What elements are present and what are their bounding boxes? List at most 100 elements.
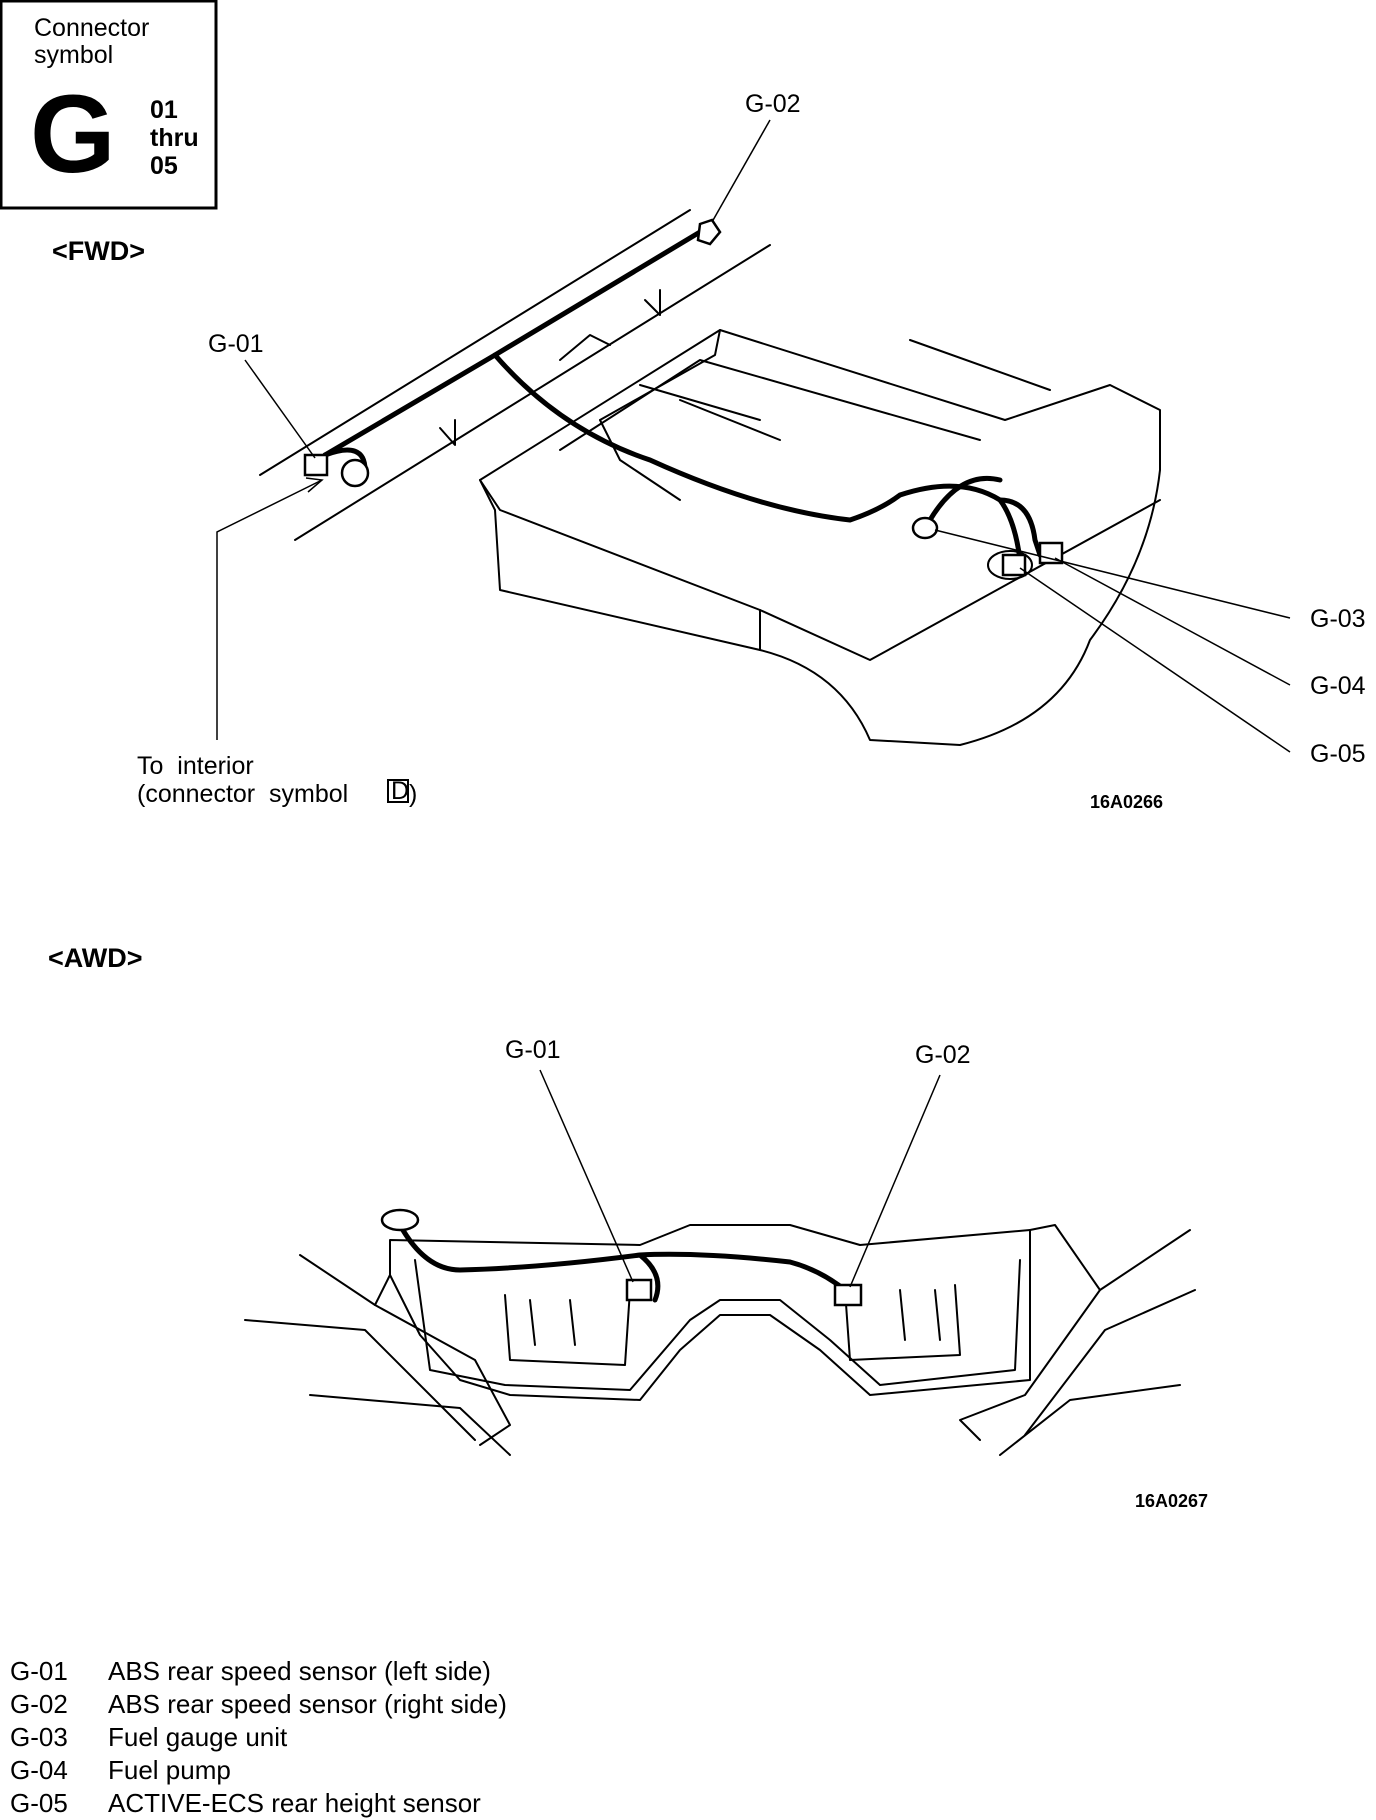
fwd-heading: <FWD> (52, 236, 145, 266)
fuel-tank-outline (479, 329, 1161, 746)
legend-description: Fuel pump (108, 1755, 231, 1785)
connector-symbol-d-box (387, 779, 409, 803)
connector-g01-awd (625, 1278, 653, 1302)
arrow-to-interior (305, 477, 324, 493)
awd-crossmember-outline (389, 1224, 1031, 1401)
awd-pocket-left (504, 1289, 631, 1366)
label-g05-fwd: G-05 (1310, 740, 1366, 768)
awd-harness-main (397, 1222, 848, 1293)
connector-symbol-letter: G (30, 73, 116, 196)
connector-legend: G-01 ABS rear speed sensor (left side) G… (10, 1655, 710, 1820)
awd-right-member-b (1024, 1289, 1196, 1436)
to-interior-prefix: (connector symbol (137, 780, 348, 808)
to-interior-suffix: ) (409, 780, 417, 808)
connector-symbol-box: Connector symbol G 01 thru 05 (0, 0, 218, 210)
awd-left-member-b (244, 1319, 476, 1441)
fuel-tank-rib-2 (639, 384, 761, 421)
awd-pocket-right-rib-b (934, 1289, 941, 1341)
grommet-awd (380, 1208, 420, 1232)
label-g01-awd: G-01 (505, 1036, 561, 1064)
connector-symbol-frame (0, 0, 218, 210)
awd-right-member-a (959, 1229, 1191, 1441)
fwd-harness-gauge-branch (927, 475, 1003, 523)
fuel-tank-contour-1 (599, 329, 721, 421)
awd-illustration (244, 1224, 1196, 1456)
awd-heading: <AWD> (48, 943, 143, 973)
connector-range-from: 01 (150, 96, 178, 124)
legend-row: G-03 Fuel gauge unit (10, 1721, 710, 1754)
label-g04-fwd: G-04 (1310, 672, 1366, 700)
leader-g02-fwd (711, 119, 771, 223)
connector-g03-fwd (911, 516, 939, 540)
fuel-tank-rib-3 (679, 399, 781, 441)
label-g02-fwd: G-02 (745, 90, 801, 118)
legend-code: G-01 (10, 1656, 68, 1686)
awd-left-member-d (374, 1274, 391, 1306)
awd-harness-g01-branch (637, 1252, 661, 1303)
fwd-rail-upper (259, 209, 691, 476)
fuel-tank-rib-1 (909, 339, 1051, 391)
leader-g01-awd (539, 1069, 634, 1283)
awd-pocket-right (844, 1284, 961, 1361)
connector-range-to: 05 (150, 152, 178, 180)
awd-left-member-a (299, 1254, 511, 1446)
legend-code: G-04 (10, 1755, 68, 1785)
awd-pocket-left-rib-b (569, 1299, 576, 1346)
connector-g05-fwd (1001, 553, 1027, 577)
label-g03-fwd: G-03 (1310, 605, 1366, 633)
fuel-tank-strap (559, 334, 611, 361)
fuel-tank-top-ridge (559, 359, 981, 451)
to-interior-symbol: D (391, 777, 409, 805)
leader-g01-fwd (244, 359, 316, 459)
legend-row: G-02 ABS rear speed sensor (right side) (10, 1688, 710, 1721)
legend-code: G-05 (10, 1788, 68, 1818)
awd-right-member-d (1029, 1224, 1101, 1291)
connector-symbol-title-line2: symbol (34, 41, 113, 69)
fwd-illustration (259, 209, 1161, 746)
fwd-leader-lines (216, 119, 1291, 753)
awd-figure-code: 16A0267 (1135, 1491, 1208, 1511)
fuel-tank-service-port (987, 550, 1033, 580)
awd-harness (397, 1222, 848, 1303)
legend-description: ABS rear speed sensor (left side) (108, 1656, 491, 1686)
awd-connectors (380, 1208, 863, 1307)
fwd-harness-main (322, 229, 703, 458)
connector-range-word: thru (150, 124, 199, 152)
awd-left-member-c (309, 1394, 511, 1456)
connector-g02-fwd (696, 218, 722, 246)
leader-g02-awd (849, 1074, 941, 1288)
fuel-tank-flange (479, 479, 1161, 661)
legend-description: Fuel gauge unit (108, 1722, 288, 1752)
grommet-g01-fwd (340, 458, 370, 488)
leader-to-interior (216, 479, 323, 740)
fwd-harness-tank-branch (492, 352, 1023, 563)
legend-row: G-01 ABS rear speed sensor (left side) (10, 1655, 710, 1688)
legend-description: ACTIVE-ECS rear height sensor (108, 1788, 481, 1818)
fwd-harness (322, 229, 1043, 563)
label-g01-fwd: G-01 (208, 330, 264, 358)
to-interior-line2: (connector symbol (137, 780, 348, 808)
fwd-figure-code: 16A0266 (1090, 792, 1163, 812)
fwd-rail-bracket-right (644, 289, 661, 316)
awd-crossmember-inner (414, 1259, 1021, 1391)
legend-description: ABS rear speed sensor (right side) (108, 1689, 507, 1719)
fwd-rail-bracket-left (439, 419, 456, 446)
awd-pocket-right-rib-a (899, 1289, 906, 1341)
connector-g02-awd (833, 1283, 863, 1307)
legend-row: G-04 Fuel pump (10, 1754, 710, 1787)
connector-symbol-title-line1: Connector (34, 14, 149, 42)
connector-g01-fwd (303, 453, 329, 477)
legend-code: G-03 (10, 1722, 68, 1752)
leader-g05-fwd (1019, 567, 1291, 753)
fuel-tank-contour-2 (599, 419, 681, 501)
awd-pocket-left-rib-a (529, 1299, 536, 1346)
fwd-harness-pump-branch (997, 497, 1043, 558)
awd-right-member-c (999, 1384, 1181, 1456)
leader-g04-fwd (1054, 557, 1291, 686)
legend-row: G-05 ACTIVE-ECS rear height sensor (10, 1787, 710, 1820)
awd-leader-lines (539, 1069, 941, 1288)
leader-g03-fwd (934, 529, 1291, 619)
to-interior-line1: To interior (137, 752, 254, 780)
legend-code: G-02 (10, 1689, 68, 1719)
